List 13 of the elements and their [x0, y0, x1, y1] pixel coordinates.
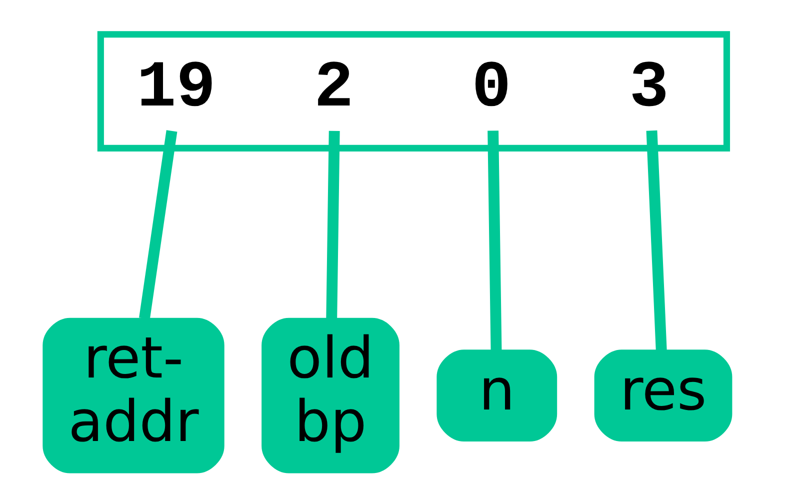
node-box: n: [436, 350, 558, 442]
node-box: res: [594, 350, 732, 442]
cluster: [97, 31, 730, 152]
node-box: ret-addr: [42, 318, 224, 474]
connector: [488, 130, 502, 350]
node-box: old bp: [262, 318, 400, 474]
node-text: 0: [472, 50, 512, 126]
node-text: 19: [136, 50, 216, 126]
connector: [326, 130, 340, 319]
connector: [139, 130, 178, 320]
node-text: 2: [314, 50, 354, 126]
node-text: 3: [629, 50, 669, 126]
connector: [646, 130, 667, 351]
